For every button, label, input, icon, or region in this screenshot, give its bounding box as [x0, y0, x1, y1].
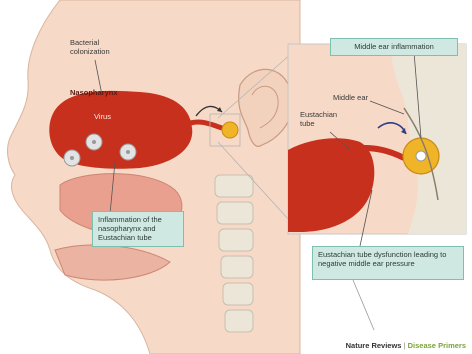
- credit-subtitle: Disease Primers: [408, 341, 466, 350]
- head-silhouette: [8, 0, 300, 354]
- credit-journal: Nature Reviews: [346, 341, 402, 350]
- label-virus: Virus: [94, 112, 111, 121]
- callout-middle-ear-inflammation: Middle ear inflammation: [330, 38, 458, 56]
- label-nasopharynx: Nasopharynx: [70, 88, 118, 97]
- credit-separator: |: [404, 341, 406, 350]
- callout-tube-dysfunction: Eustachian tube dysfunction leading to n…: [312, 246, 464, 280]
- credit-leader: [353, 280, 374, 330]
- label-eustachian-tube: Eustachian tube: [300, 110, 340, 128]
- label-middle-ear: Middle ear: [333, 93, 368, 102]
- label-bacterial-colonization: Bacterial colonization: [70, 38, 130, 56]
- callout-nasopharynx-inflammation: Inflammation of the nasopharynx and Eust…: [92, 211, 184, 247]
- journal-credit: Nature Reviews | Disease Primers: [346, 341, 466, 350]
- middle-ear-small: [222, 122, 238, 138]
